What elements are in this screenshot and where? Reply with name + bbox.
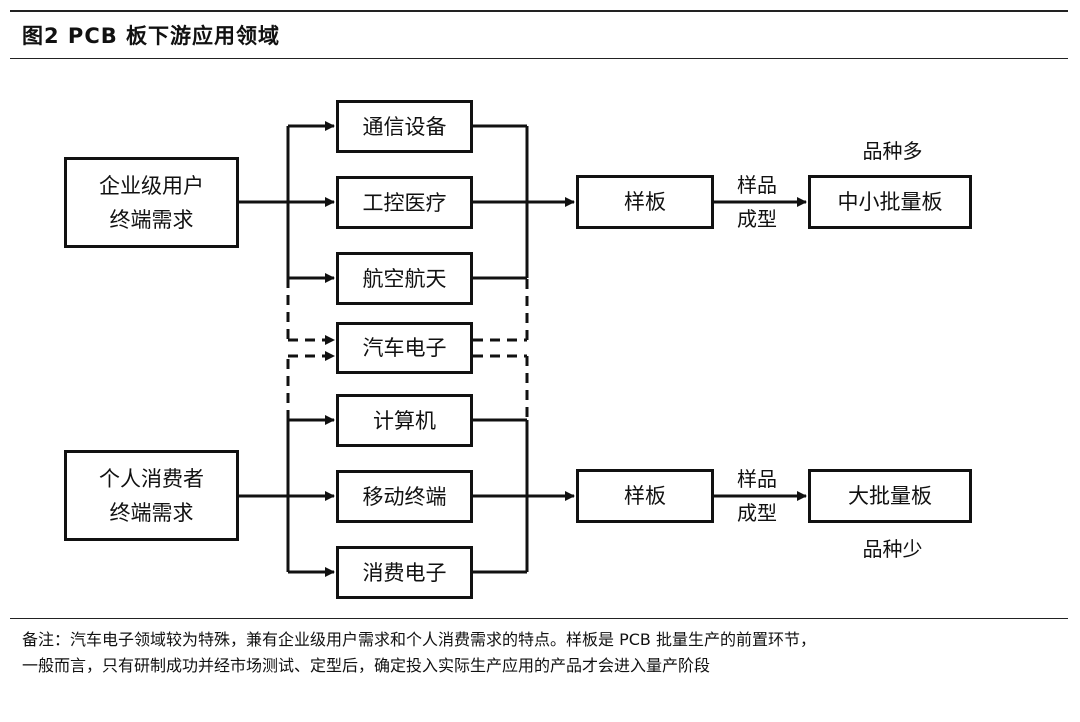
sample-box-bottom: 样板 <box>576 469 714 523</box>
footnote: 备注：汽车电子领域较为特殊，兼有企业级用户需求和个人消费需求的特点。样板是 PC… <box>10 618 1068 679</box>
output-box-small-batch: 中小批量板 <box>808 175 972 229</box>
app-box-mobile: 移动终端 <box>336 470 473 523</box>
app-box-consumer-elec: 消费电子 <box>336 546 473 599</box>
app-box-aero: 航空航天 <box>336 252 473 305</box>
app-box-auto: 汽车电子 <box>336 322 473 374</box>
sample-box-top: 样板 <box>576 175 714 229</box>
figure-title: 图2 PCB 板下游应用领域 <box>22 24 281 48</box>
forming-label-bottom: 样品 成型 <box>737 467 777 525</box>
variety-many-label: 品种多 <box>862 139 923 163</box>
forming-label-top: 样品 成型 <box>737 173 777 231</box>
title-bar: 图2 PCB 板下游应用领域 <box>10 10 1068 59</box>
enterprise-demand-box: 企业级用户 终端需求 <box>64 157 239 248</box>
app-box-industrial: 工控医疗 <box>336 176 473 229</box>
variety-few-label: 品种少 <box>862 537 923 561</box>
footnote-line-1: 备注：汽车电子领域较为特殊，兼有企业级用户需求和个人消费需求的特点。样板是 PC… <box>22 630 816 649</box>
app-box-comm: 通信设备 <box>336 100 473 153</box>
footnote-line-2: 一般而言，只有研制成功并经市场测试、定型后，确定投入实际生产应用的产品才会进入量… <box>22 656 711 675</box>
consumer-demand-box: 个人消费者 终端需求 <box>64 450 239 541</box>
app-box-computer: 计算机 <box>336 394 473 447</box>
output-box-large-batch: 大批量板 <box>808 469 972 523</box>
